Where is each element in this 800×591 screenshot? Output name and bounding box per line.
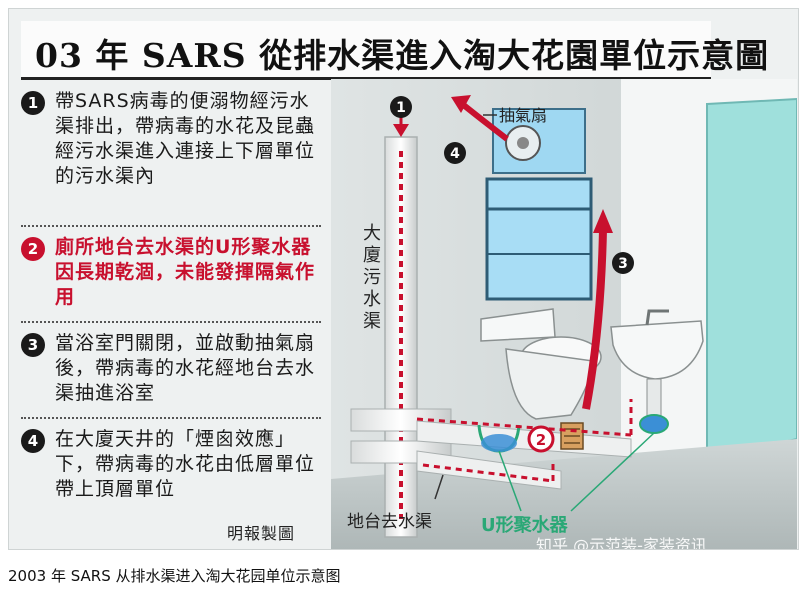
step-1-number: 1	[21, 91, 45, 115]
marker-1	[390, 96, 412, 118]
sewer-label-line: 廈	[363, 245, 381, 266]
fan-frame	[492, 108, 586, 174]
sewer-label-line: 渠	[363, 311, 381, 332]
trap-water	[481, 434, 517, 452]
step-2-number: 2	[21, 237, 45, 261]
sewer-label-line: 污	[363, 267, 381, 288]
figure-caption: 2003 年 SARS 从排水渠进入淘大花园单位示意图	[8, 567, 341, 585]
marker-3	[612, 252, 634, 274]
downflow-arrowhead	[393, 124, 409, 137]
step-2-text: 廁所地台去水渠的U形聚水器因長期乾涸，未能發揮隔氣作用	[55, 236, 316, 308]
marker-4-label: 4	[450, 146, 460, 162]
sewer-label-line: 大	[363, 223, 381, 244]
exhaust-arrowhead	[451, 95, 471, 113]
step-3-text: 當浴室門關閉，並啟動抽氣扇後，帶病毒的水花經地台去水渠抽進浴室	[55, 332, 316, 404]
fan-hub-icon	[517, 137, 529, 149]
page-title: 03 年 SARS 從排水渠進入淘大花園單位示意圖	[35, 36, 770, 75]
marker-1-label: 1	[396, 100, 406, 116]
plumbing-illustration: 1 4 3 2 抽氣扇 大 廈 污 水 渠 地台去水渠 U形聚水器 知乎 @示范…	[331, 79, 797, 549]
faucet-icon	[645, 309, 669, 326]
basin-drain	[646, 378, 662, 420]
marker-2	[527, 425, 555, 453]
credit-text: 明報製圖	[227, 524, 296, 543]
u-trap-label: U形聚水器	[481, 514, 569, 536]
title-bar: 03 年 SARS 從排水渠進入淘大花園單位示意圖	[21, 21, 768, 80]
upflow-arrowhead	[593, 209, 613, 233]
floor-drain-leader-line	[434, 474, 444, 500]
step-divider	[21, 225, 321, 227]
marker-2-label: 2	[536, 431, 546, 449]
step-4-number: 4	[21, 429, 45, 453]
fan-label: 抽氣扇	[499, 106, 547, 125]
marker-3-label: 3	[618, 256, 628, 272]
upflow-arrow	[582, 228, 607, 410]
u-trap-leader-line	[570, 432, 655, 512]
step-1-text: 帶SARS病毒的便溺物經污水渠排出，帶病毒的水花及昆蟲經污水渠進入連接上下層單位…	[55, 90, 316, 187]
step-divider	[21, 321, 321, 323]
u-trap-leader-line	[498, 450, 522, 512]
step-divider	[21, 417, 321, 419]
step-list: 1 帶SARS病毒的便溺物經污水渠排出，帶病毒的水花及昆蟲經污水渠進入連接上下層…	[21, 89, 321, 544]
bathroom-floor	[331, 439, 797, 549]
drain-pipe	[416, 450, 562, 490]
sewer-label-line: 水	[363, 289, 381, 310]
step-4-text: 在大廈天井的「煙囪效應」下，帶病毒的水花由低層單位帶上頂層單位	[55, 428, 316, 500]
basin-water-seal	[639, 414, 669, 434]
window	[485, 177, 593, 301]
sewer-label: 大 廈 污 水 渠	[363, 223, 387, 332]
marker-4	[444, 142, 466, 164]
step-3-number: 3	[21, 333, 45, 357]
watermark: 知乎 @示范装-家装资讯	[536, 536, 707, 549]
door-panel	[706, 97, 797, 461]
diagram-figure: 03 年 SARS 從排水渠進入淘大花園單位示意圖 1 帶SARS病毒的便溺物經…	[8, 8, 799, 550]
floor-drain-label: 地台去水渠	[347, 512, 432, 532]
